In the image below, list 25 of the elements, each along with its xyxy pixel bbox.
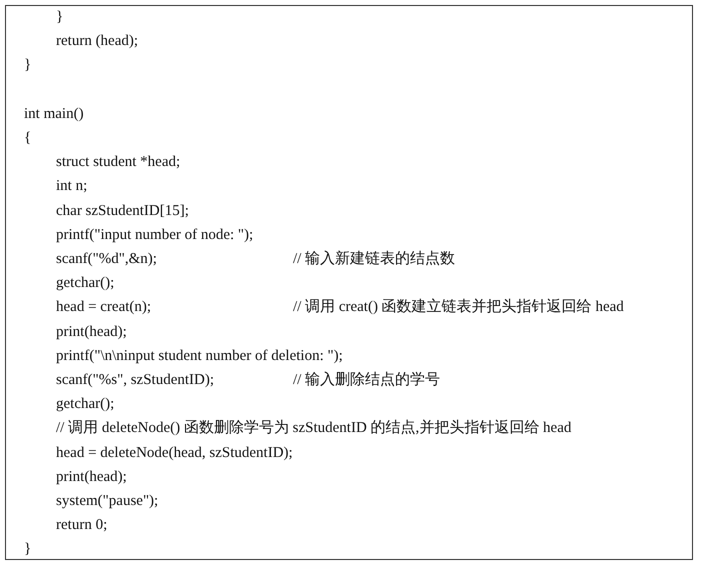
code-line: { — [24, 129, 32, 147]
code-line: return (head); — [56, 32, 138, 50]
code-line: return 0; — [56, 516, 108, 534]
code-line: int n; — [56, 177, 88, 196]
code-line: print(head); — [56, 468, 127, 486]
code-line: head = deleteNode(head, szStudentID); — [56, 444, 293, 462]
code-line: printf("input number of node: "); — [56, 226, 254, 244]
code-line: getchar(); — [56, 274, 114, 292]
code-line: scanf("%d",&n); — [56, 250, 157, 268]
code-line: int main() — [24, 104, 84, 123]
code-line: struct student *head; — [56, 153, 180, 172]
code-comment: // 调用 creat() 函数建立链表并把头指针返回给 head — [293, 298, 624, 316]
code-line: getchar(); — [56, 395, 114, 414]
code-line: scanf("%s", szStudentID); — [56, 371, 214, 389]
code-comment: // 输入删除结点的学号 — [293, 371, 440, 389]
code-line: print(head); — [56, 322, 127, 341]
code-line: head = creat(n); — [56, 298, 152, 316]
code-line: } — [24, 540, 32, 558]
code-line: printf("\n\ninput student number of deletion: "); — [56, 346, 343, 365]
code-line: } — [24, 56, 32, 74]
code-line: char szStudentID[15]; — [56, 202, 189, 220]
code-comment: // 调用 deleteNode() 函数删除学号为 szStudentID 的结点,并把头指针返回给 head — [56, 419, 572, 438]
code-comment: // 输入新建链表的结点数 — [293, 250, 456, 268]
code-line: system("pause"); — [56, 492, 158, 510]
code-line: } — [56, 8, 64, 26]
